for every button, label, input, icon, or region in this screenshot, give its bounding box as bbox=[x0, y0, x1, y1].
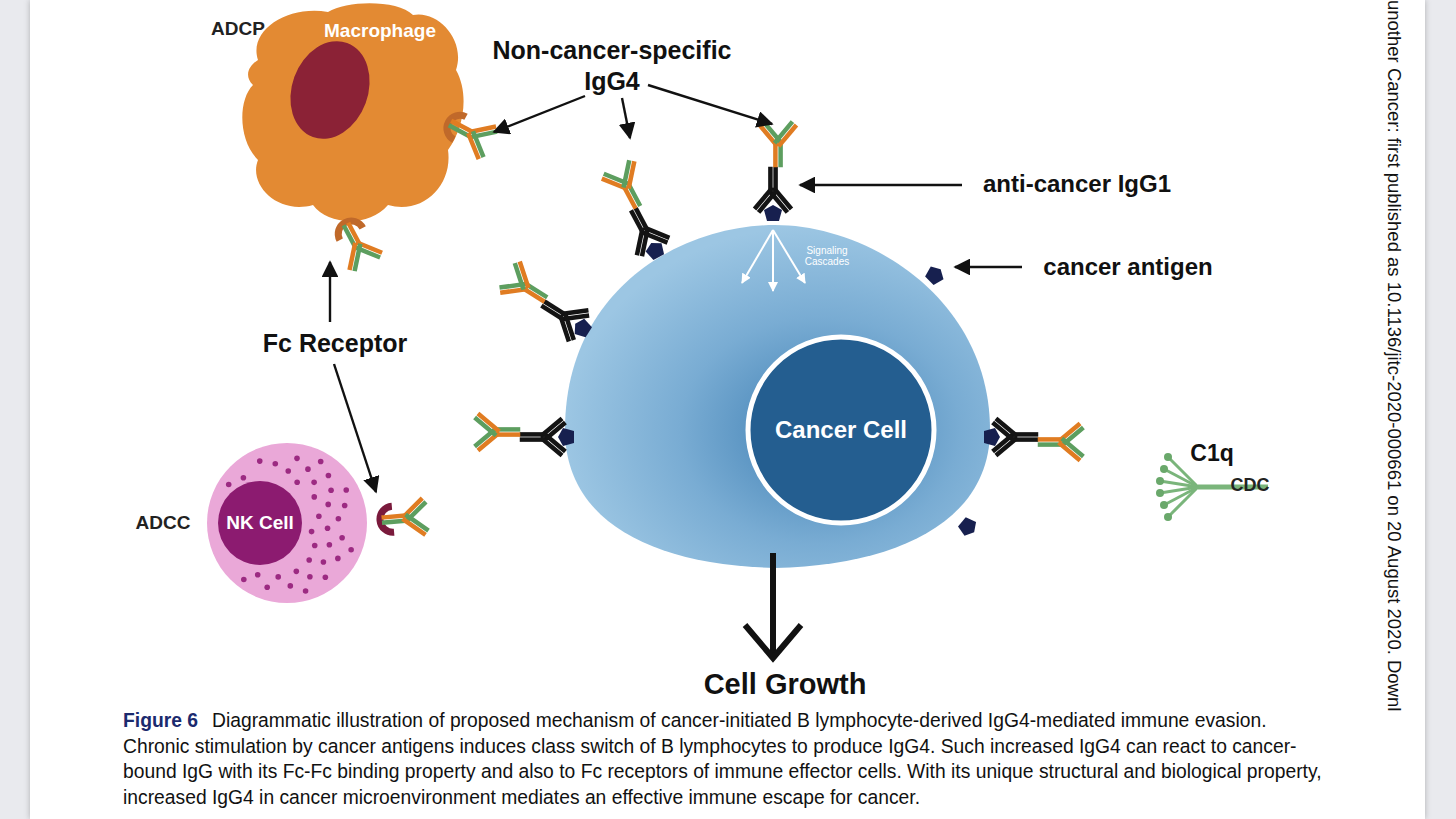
cancer-antigen bbox=[558, 428, 574, 446]
node-label: Macrophage bbox=[324, 21, 436, 42]
igg4-antibody bbox=[1040, 425, 1082, 459]
growth-arrow bbox=[745, 553, 801, 658]
callout-label: Fc Receptor bbox=[263, 328, 407, 359]
leader-arrow bbox=[329, 262, 331, 322]
igg1-antibody bbox=[536, 290, 589, 341]
callout-label: anti-cancer IgG1 bbox=[983, 169, 1171, 199]
cancer-antigen bbox=[923, 263, 947, 287]
mechanism-abbrev: ADCC bbox=[136, 511, 191, 535]
igg1-antibody bbox=[756, 169, 790, 211]
leader-arrow bbox=[955, 266, 1022, 268]
cancer-cell-nucleus: Cancer Cell bbox=[746, 335, 936, 525]
caption-text: Diagrammatic illustration of proposed me… bbox=[123, 710, 1322, 808]
mechanism-abbrev: ADCP bbox=[211, 17, 265, 41]
igg4-antibody bbox=[444, 109, 497, 159]
cancer-antigen bbox=[764, 205, 782, 221]
node-label: Signaling Cascades bbox=[796, 245, 858, 267]
node-label: NK Cell bbox=[226, 513, 294, 534]
nucleus-outline bbox=[748, 337, 934, 523]
mechanism-abbrev: CDC bbox=[1231, 474, 1270, 497]
nk-nucleus bbox=[218, 481, 302, 565]
callout-label: Non-cancer-specific IgG4 bbox=[480, 35, 745, 98]
igg4-antibody bbox=[332, 218, 382, 271]
nk-granules bbox=[226, 456, 354, 594]
igg4-antibody bbox=[383, 499, 427, 536]
igg1-antibody bbox=[619, 203, 669, 256]
cancer-antigen bbox=[956, 515, 980, 539]
outcome-label: Cell Growth bbox=[704, 666, 867, 702]
igg4-antibody bbox=[761, 123, 795, 165]
molecule-label: C1q bbox=[1190, 439, 1233, 468]
igg4-antibody bbox=[500, 262, 553, 313]
leader-arrow bbox=[494, 96, 585, 132]
macrophage-outline bbox=[242, 3, 463, 221]
macrophage-nucleus bbox=[277, 30, 383, 150]
figure-number: Figure 6 bbox=[123, 710, 198, 731]
cancer-cell-outline bbox=[565, 225, 990, 568]
leader-arrow bbox=[334, 364, 376, 492]
igg4-antibody bbox=[602, 161, 652, 214]
cancer-antigen bbox=[984, 428, 1000, 446]
leader-arrow bbox=[622, 98, 630, 138]
figure-caption: Figure 6Diagrammatic illustration of pro… bbox=[123, 708, 1338, 810]
igg1-antibody bbox=[994, 420, 1036, 454]
leader-arrow bbox=[800, 184, 962, 186]
nk-cell-outline bbox=[207, 443, 367, 603]
igg4-antibody bbox=[476, 415, 518, 449]
journal-margin-note: unother Cancer: first published as 10.11… bbox=[1383, 0, 1405, 711]
callout-label: cancer antigen bbox=[1043, 252, 1212, 282]
leader-arrow bbox=[648, 85, 772, 124]
nk-cell: NK Cell bbox=[206, 443, 368, 605]
signaling-arrows bbox=[742, 230, 805, 291]
igg1-antibody bbox=[522, 420, 564, 454]
node-label: Cancer Cell bbox=[775, 417, 907, 443]
